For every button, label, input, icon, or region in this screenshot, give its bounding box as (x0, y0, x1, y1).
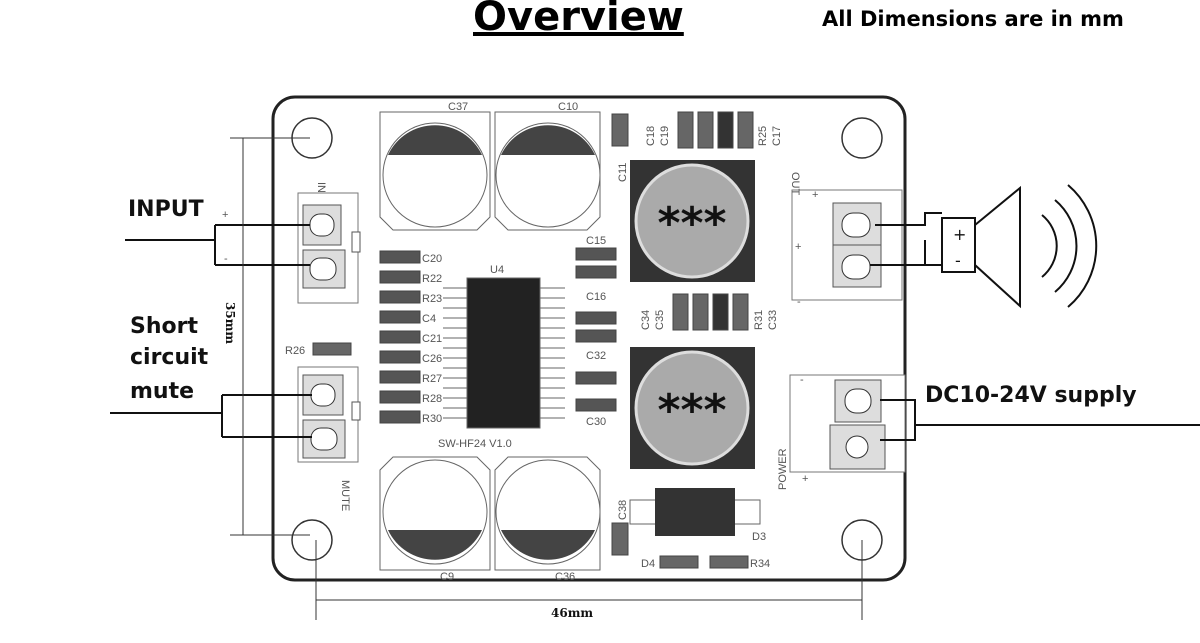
label-d4: D4 (641, 558, 655, 570)
inductor-mark: *** (657, 385, 726, 436)
output-connector (791, 189, 903, 301)
label-c32: C32 (586, 350, 606, 362)
input-minus-sign: - (224, 253, 228, 265)
input-plus-sign: + (222, 209, 228, 221)
diode-d3 (629, 488, 761, 536)
width-dimension: 46mm (551, 606, 593, 620)
label-u4: U4 (490, 264, 504, 276)
board-name: SW-HF24 V1.0 (438, 438, 512, 450)
label-c26: C26 (422, 353, 442, 365)
label-c38: C38 (617, 500, 629, 520)
mid-smd-parts (672, 293, 749, 331)
height-dimension: 35mm (223, 302, 237, 344)
label-c15: C15 (586, 235, 606, 247)
label-c33: C33 (767, 310, 779, 330)
capacitor-c37 (379, 111, 491, 231)
label-c18: C18 (645, 126, 657, 146)
capacitor-c10 (494, 111, 601, 231)
input-connector (297, 192, 361, 304)
label-c17: C17 (771, 126, 783, 146)
label-c4: C4 (422, 313, 436, 325)
speaker-minus-sign: - (955, 251, 961, 270)
label-r26: R26 (285, 345, 305, 357)
label-c19: C19 (659, 126, 671, 146)
label-r30: R30 (422, 413, 442, 425)
label-c36: C36 (555, 571, 575, 583)
label-mute: MUTE (339, 480, 351, 511)
power-connector (789, 374, 906, 473)
inductor-bottom (630, 347, 755, 469)
label-r23: R23 (422, 293, 442, 305)
power-plus-sign: + (802, 473, 808, 485)
label-c9: C9 (440, 571, 454, 583)
label-c10: C10 (558, 101, 578, 113)
label-r27: R27 (422, 373, 442, 385)
wires (110, 212, 1200, 441)
inductor-top (630, 160, 755, 282)
label-c21: C21 (422, 333, 442, 345)
label-c11: C11 (617, 163, 629, 182)
speaker-icon (941, 184, 1098, 309)
mute-connector (297, 366, 361, 463)
label-r22: R22 (422, 273, 442, 285)
input-label: INPUT (128, 197, 204, 222)
label-r34: R34 (750, 558, 770, 570)
mute-label-line3: mute (130, 379, 194, 404)
speaker-plus-sign: + (953, 225, 966, 244)
label-in: IN (315, 182, 327, 193)
label-power: POWER (777, 448, 789, 490)
page-title: Overview (473, 0, 684, 40)
dimensions-note: All Dimensions are in mm (822, 7, 1124, 31)
capacitor-c36 (494, 456, 601, 571)
label-c37: C37 (448, 101, 468, 113)
mounting-holes (291, 117, 883, 561)
dimension-lines (230, 137, 863, 620)
out-minus-sign: - (797, 296, 801, 308)
out-plus-sign: + (812, 189, 818, 201)
top-smd-parts (611, 111, 754, 149)
resistor-r26 (312, 342, 352, 356)
label-c30: C30 (586, 416, 606, 428)
label-c20: C20 (422, 253, 442, 265)
label-c34: C34 (640, 310, 652, 330)
out-plus-sign: + (795, 241, 801, 253)
mute-label-line1: Short (130, 314, 198, 339)
mute-label-line2: circuit (130, 345, 209, 370)
label-out: OUT (789, 172, 801, 196)
label-c35: C35 (654, 310, 666, 330)
label-d3: D3 (752, 531, 766, 543)
power-minus-sign: - (800, 374, 804, 386)
capacitor-c9 (379, 456, 491, 571)
left-smd-parts (379, 250, 421, 424)
label-c16: C16 (586, 291, 606, 303)
label-r28: R28 (422, 393, 442, 405)
label-r25: R25 (757, 126, 769, 146)
right-smd-parts (575, 247, 617, 412)
bottom-smd-parts (611, 522, 749, 569)
chip-u4 (443, 277, 565, 429)
inductor-mark: *** (657, 198, 726, 249)
label-r31: R31 (753, 310, 765, 330)
supply-label: DC10-24V supply (925, 383, 1137, 408)
